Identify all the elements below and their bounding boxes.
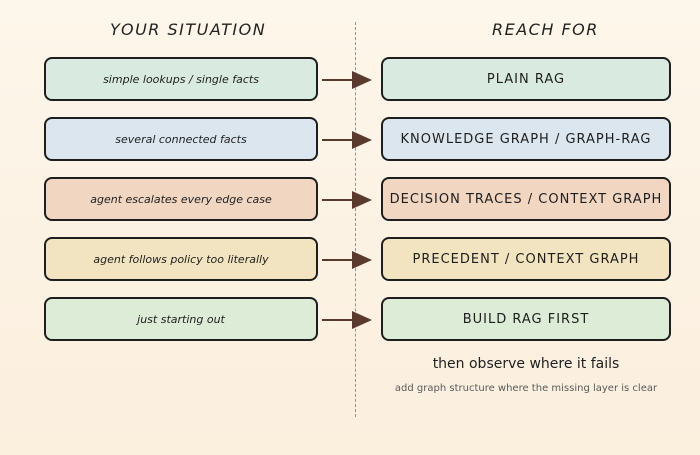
row-4: agent follows policy too literally PRECE… (0, 237, 700, 285)
situation-box-1: simple lookups / single facts (44, 57, 318, 101)
row-3: agent escalates every edge case DECISION… (0, 177, 700, 225)
reach-box-5: BUILD RAG FIRST (381, 297, 671, 341)
situation-box-5: just starting out (44, 297, 318, 341)
reach-label-3: DECISION TRACES / CONTEXT GRAPH (389, 191, 663, 207)
reach-box-4: PRECEDENT / CONTEXT GRAPH (381, 237, 671, 281)
reach-label-1: PLAIN RAG (486, 71, 566, 87)
arrow-icon-3 (322, 191, 372, 209)
situation-box-4: agent follows policy too literally (44, 237, 318, 281)
row-5: just starting out BUILD RAG FIRST (0, 297, 700, 345)
header-reach-for: REACH FOR (492, 20, 599, 39)
situation-label-2: several connected facts (115, 132, 247, 146)
reach-box-1: PLAIN RAG (381, 57, 671, 101)
situation-label-3: agent escalates every edge case (90, 192, 272, 206)
situation-label-5: just starting out (137, 312, 225, 326)
situation-box-3: agent escalates every edge case (44, 177, 318, 221)
situation-label-4: agent follows policy too literally (93, 252, 269, 266)
footer-main-text: then observe where it fails (432, 356, 620, 372)
row-2: several connected facts KNOWLEDGE GRAPH … (0, 117, 700, 165)
arrow-icon-4 (322, 251, 372, 269)
situation-box-2: several connected facts (44, 117, 318, 161)
arrow-icon-2 (322, 131, 372, 149)
reach-box-2: KNOWLEDGE GRAPH / GRAPH-RAG (381, 117, 671, 161)
footer-sub-text: add graph structure where the missing la… (394, 383, 658, 394)
reach-label-5: BUILD RAG FIRST (462, 311, 590, 327)
reach-box-3: DECISION TRACES / CONTEXT GRAPH (381, 177, 671, 221)
column-divider (355, 22, 356, 417)
arrow-icon-5 (322, 311, 372, 329)
row-1: simple lookups / single facts PLAIN RAG (0, 57, 700, 105)
situation-label-1: simple lookups / single facts (103, 72, 259, 86)
header-your-situation: YOUR SITUATION (110, 20, 267, 39)
arrow-icon-1 (322, 71, 372, 89)
reach-label-4: PRECEDENT / CONTEXT GRAPH (412, 251, 640, 267)
reach-label-2: KNOWLEDGE GRAPH / GRAPH-RAG (400, 131, 652, 147)
